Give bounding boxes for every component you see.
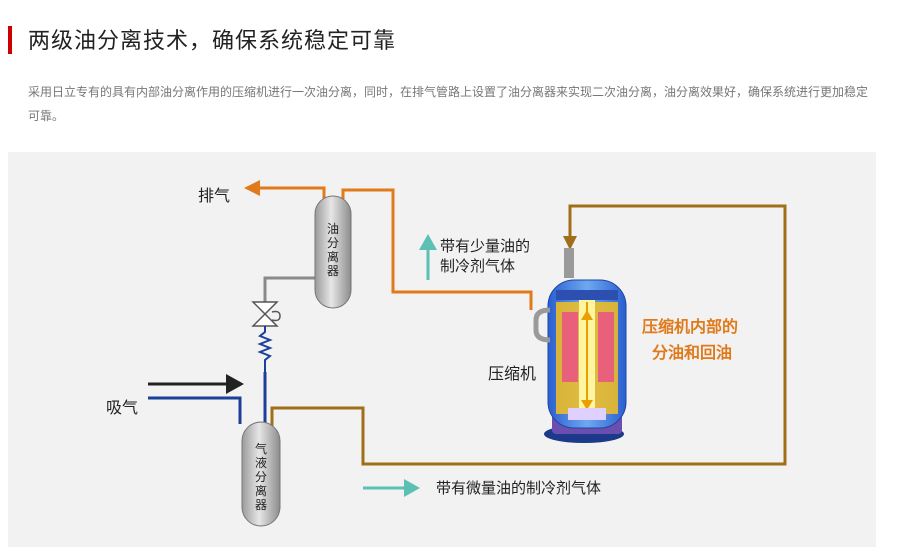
exhaust-pipe bbox=[258, 186, 326, 212]
gas-liquid-separator-text: 气液分离器 bbox=[254, 442, 267, 512]
page-title: 两级油分离技术，确保系统稳定可靠 bbox=[28, 29, 397, 54]
discharge-pipe bbox=[341, 188, 533, 310]
gas-liquid-separator bbox=[241, 421, 281, 527]
valve-icon bbox=[251, 301, 281, 327]
exhaust-label: 排气 bbox=[198, 186, 231, 205]
suction-arrow-icon bbox=[563, 236, 577, 250]
suction-return-pipe bbox=[270, 204, 787, 466]
less-oil-arrow-icon bbox=[419, 234, 437, 250]
intake-pipe bbox=[148, 396, 242, 424]
internal-label-line2: 分油和回油 bbox=[652, 343, 733, 362]
trace-oil-label: 带有微量油的制冷剂气体 bbox=[436, 479, 602, 497]
exhaust-arrow-icon bbox=[244, 180, 260, 196]
less-oil-label: 带有少量油的 制冷剂气体 bbox=[440, 236, 530, 276]
oil-separator bbox=[314, 195, 352, 309]
trace-oil-arrow-icon bbox=[404, 479, 420, 497]
intake-arrow-icon bbox=[226, 374, 244, 394]
less-oil-label-line1: 带有少量油的 bbox=[440, 237, 531, 255]
title-accent-bar bbox=[8, 26, 12, 54]
diagram-panel: 排气 吸气 油分离器 气液分离器 带有少量油的 制冷剂气体 压缩机 压缩机内部的… bbox=[8, 152, 876, 547]
oil-separation-diagram bbox=[148, 180, 787, 527]
capillary-coil bbox=[257, 326, 273, 372]
page-description: 采用日立专有的具有内部油分离作用的压缩机进行一次油分离，同时，在排气管路上设置了… bbox=[28, 85, 869, 123]
intake-label: 吸气 bbox=[106, 398, 139, 417]
compressor-label: 压缩机 bbox=[488, 364, 537, 383]
compressor-illustration bbox=[533, 248, 627, 443]
oil-separator-text: 油分离器 bbox=[326, 222, 339, 278]
internal-label-line1: 压缩机内部的 bbox=[642, 317, 739, 336]
internal-separation-label: 压缩机内部的 分油和回油 bbox=[642, 314, 738, 366]
less-oil-label-line2: 制冷剂气体 bbox=[440, 257, 516, 275]
